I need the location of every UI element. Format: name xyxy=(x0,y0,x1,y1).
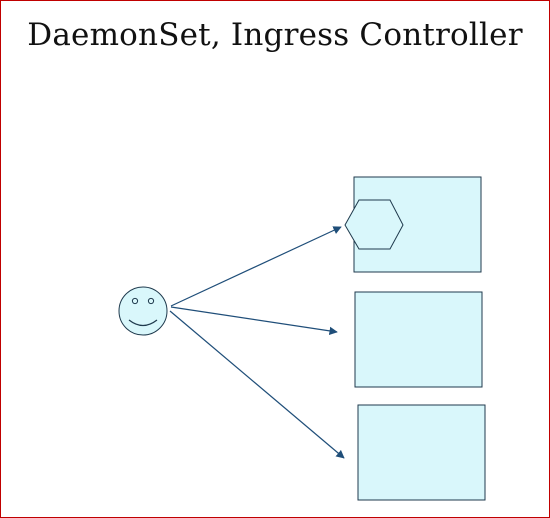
slide-title: DaemonSet, Ingress Controller xyxy=(27,17,523,53)
smiley-left-eye xyxy=(131,297,139,305)
node-box-3 xyxy=(357,404,486,501)
smiley-mouth xyxy=(128,319,158,327)
arrow-to-node-1 xyxy=(170,226,342,307)
arrow-to-node-2 xyxy=(170,306,338,336)
smiley-face-icon xyxy=(118,286,168,336)
smiley-right-eye xyxy=(147,297,155,305)
arrow-to-node-3 xyxy=(169,310,345,459)
node-box-2 xyxy=(354,291,483,388)
hexagon-icon xyxy=(344,199,404,250)
